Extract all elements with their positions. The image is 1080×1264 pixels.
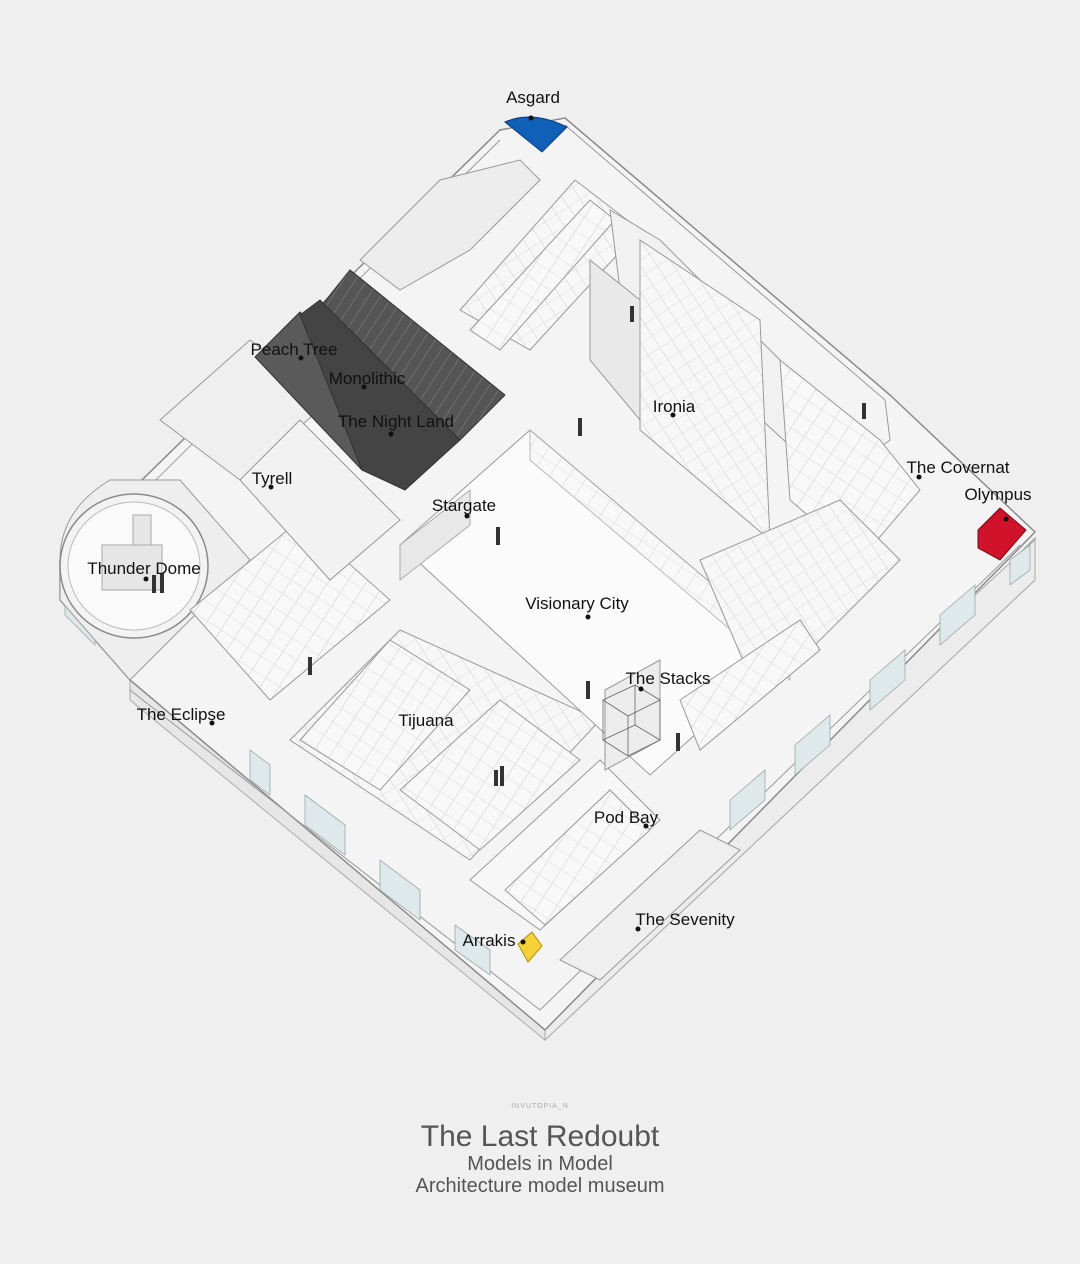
visitor-figures — [152, 306, 866, 786]
label-asgard: Asgard — [506, 88, 560, 107]
facade-windows — [64, 544, 1031, 976]
marker-visionary-city — [585, 614, 591, 620]
marker-arrakis — [520, 939, 526, 945]
label-stargate: Stargate — [431, 496, 497, 515]
upper-corridors — [359, 159, 641, 351]
marker-peach-tree — [298, 355, 304, 361]
left-galleries — [159, 339, 601, 861]
thunder-dome-wing — [59, 479, 251, 681]
label-ironia: Ironia — [652, 397, 696, 416]
label-olympus: Olympus — [964, 485, 1032, 504]
marker-thunder-dome — [143, 576, 149, 582]
label-monolithic: Monolithic — [328, 369, 406, 388]
label-arrakis: Arrakis — [462, 931, 516, 950]
marker-the-sevenity — [635, 926, 641, 932]
marker-pod-bay — [643, 823, 649, 829]
marker-olympus — [1003, 516, 1009, 522]
label-the-sevenity: The Sevenity — [635, 910, 735, 929]
lower-rooms — [469, 659, 741, 981]
right-galleries — [589, 209, 921, 751]
label-tyrell: Tyrell — [251, 469, 293, 488]
label-thunder-dome: Thunder Dome — [87, 559, 201, 578]
the-stacks-tower — [602, 684, 661, 757]
label-tijuana: Tijuana — [398, 711, 454, 730]
isometric-floor-plan — [59, 116, 1037, 1042]
asgard-room — [504, 116, 568, 153]
marker-the-night-land — [388, 431, 394, 437]
label-peach-tree: Peach Tree — [250, 340, 338, 359]
label-the-eclipse: The Eclipse — [136, 705, 226, 724]
subtitle-models-in-model: Models in Model — [467, 1153, 613, 1175]
page-title: The Last Redoubt — [420, 1120, 660, 1153]
label-visionary-city: Visionary City — [525, 594, 629, 613]
olympus-room — [977, 507, 1027, 561]
marker-asgard — [528, 115, 534, 121]
marker-the-stacks — [638, 686, 644, 692]
label-the-covernat: The Covernat — [906, 458, 1010, 477]
subtitle-museum: Architecture model museum — [415, 1175, 665, 1197]
label-pod-bay: Pod Bay — [593, 808, 659, 827]
label-the-stacks: The Stacks — [625, 669, 711, 688]
marker-monolithic — [361, 384, 367, 390]
label-the-night-land: The Night Land — [337, 412, 455, 431]
marker-tyrell — [268, 484, 274, 490]
watermark-text: INVUTOPIA_N — [511, 1103, 569, 1110]
marker-the-covernat — [916, 474, 922, 480]
marker-ironia — [670, 412, 676, 418]
marker-stargate — [464, 513, 470, 519]
marker-the-eclipse — [209, 720, 215, 726]
